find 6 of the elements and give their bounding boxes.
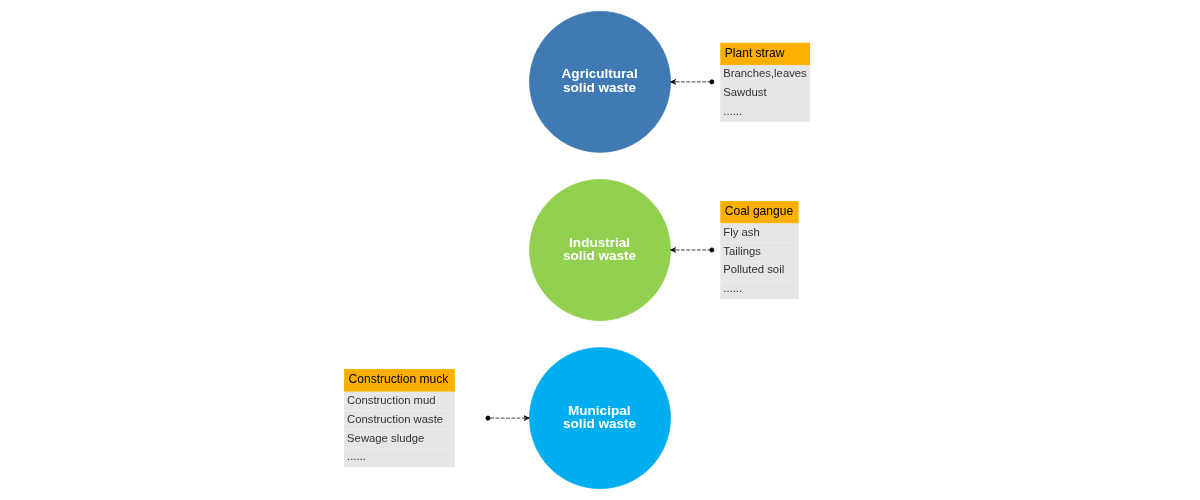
node-circle: Agricultural solid waste [529,11,671,153]
node-circle: Industrial solid waste [529,179,671,321]
node-circle: Municipal solid waste [529,347,671,489]
arrow [670,247,715,253]
arrow [670,79,715,85]
arrow [485,415,530,421]
